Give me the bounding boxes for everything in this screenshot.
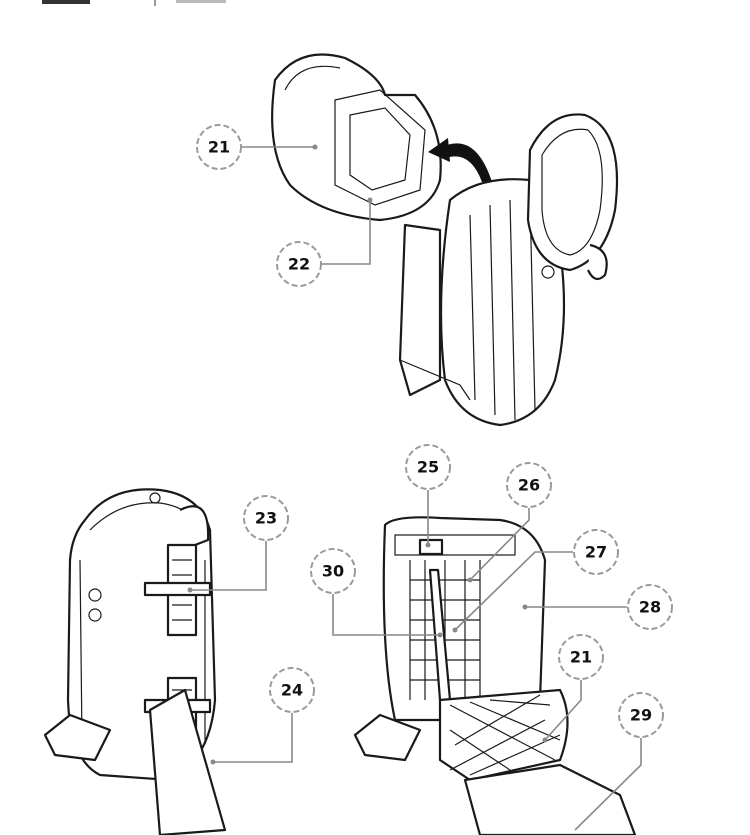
callout-label: 21 [570,648,592,667]
callout-label: 25 [417,458,439,477]
callout-29: 29 [618,692,664,738]
backpack-open-interior-illustration [353,516,637,835]
backpack-back-view-illustration [43,488,227,835]
callout-24: 24 [269,667,315,713]
callout-label: 22 [288,255,310,274]
callout-22: 22 [276,241,322,287]
callout-30: 30 [310,548,356,594]
callout-26: 26 [506,462,552,508]
callout-label: 24 [281,681,303,700]
callout-21-interior: 21 [558,634,604,680]
callout-label: 29 [630,706,652,725]
callout-label: 28 [639,598,661,617]
callout-label: 21 [208,138,230,157]
leader-lines [187,144,642,831]
callout-label: 27 [585,543,607,562]
header-fragment [42,0,226,6]
backpack-shell-open-illustration [398,113,619,427]
callout-21-shell: 21 [196,124,242,170]
callout-28: 28 [627,584,673,630]
callout-25: 25 [405,444,451,490]
callout-27: 27 [573,529,619,575]
curved-arrow-icon [428,138,492,182]
callout-label: 30 [322,562,344,581]
callout-23: 23 [243,495,289,541]
callout-label: 23 [255,509,277,528]
removable-shell-illustration [271,53,442,222]
callout-label: 26 [518,476,540,495]
